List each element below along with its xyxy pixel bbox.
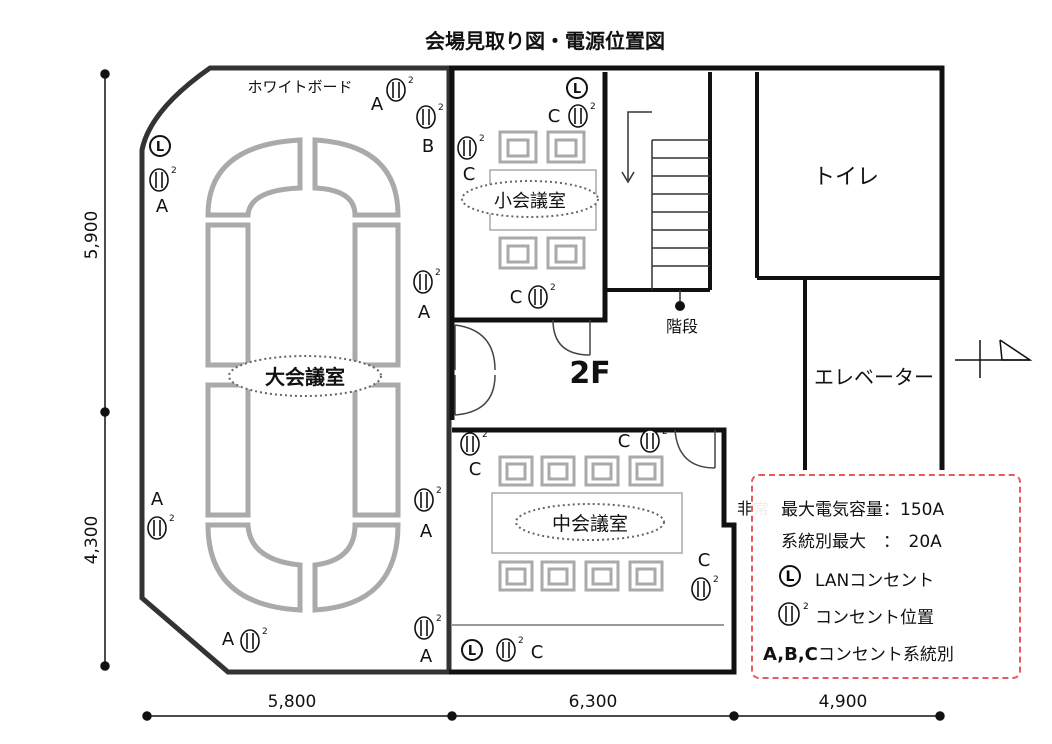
outlet-superscript: 2: [662, 427, 668, 437]
outlet-system-label: C: [548, 106, 561, 127]
svg-text:2: 2: [803, 602, 809, 612]
outlet-icon: 2: [460, 430, 488, 456]
large-room-label: 大会議室: [265, 365, 345, 389]
outlet-superscript: 2: [590, 102, 596, 112]
legend-outlet-system-suffix: コンセント系統別: [817, 645, 954, 665]
legend-outlet-system-prefix: A,B,C: [763, 644, 818, 665]
outlet-system-label: A: [222, 629, 235, 650]
large-room-label-bg: [228, 355, 382, 397]
outlet-superscript: 2: [171, 166, 177, 176]
outlet-superscript: 2: [438, 103, 444, 113]
svg-text:L: L: [468, 644, 476, 659]
medium-room-chairs: [491, 455, 683, 592]
outlet-icon: 2: [416, 103, 444, 129]
outlet-system-label: A: [418, 302, 431, 323]
legend-max-power: 最大電気容量：150A: [781, 500, 945, 520]
dim-left-bottom: 4,300: [82, 516, 102, 565]
stairs-label: 階段: [666, 317, 698, 336]
whiteboard-label: ホワイトボード: [247, 78, 352, 96]
large-room-wall: [139, 65, 452, 675]
medium-room-label-bg: [515, 503, 665, 541]
outlet-system-label: B: [422, 136, 434, 157]
large-room-table: [205, 137, 401, 613]
small-room-label: 小会議室: [494, 191, 566, 212]
building-walls: [449, 65, 945, 675]
outlet-icon: 2: [147, 514, 175, 540]
outlet-system-label: C: [469, 459, 482, 480]
svg-text:L: L: [573, 82, 581, 97]
stairs-marker: [675, 301, 685, 311]
lan-outlet-icon: L: [149, 135, 171, 157]
outlet-superscript: 2: [262, 627, 268, 637]
floor-label: 2F: [569, 356, 610, 391]
dim-left-top: 5,900: [82, 211, 102, 260]
outlet-icon: 2: [149, 166, 177, 192]
outlet-system-label: C: [510, 287, 523, 308]
north-arrow-icon: [955, 339, 1033, 378]
dim-bottom-a: 5,800: [268, 692, 317, 712]
outlet-system-label: A: [151, 489, 164, 510]
dim-bottom-b: 6,300: [569, 692, 618, 712]
outlet-superscript: 2: [436, 614, 442, 624]
outlet-system-label: C: [618, 431, 631, 452]
outlet-system-label: A: [371, 94, 384, 115]
outlet-icon: 2: [496, 636, 524, 662]
outlet-superscript: 2: [482, 430, 488, 440]
legend-outlet-position: コンセント位置: [815, 608, 934, 628]
outlet-system-label: C: [531, 642, 544, 663]
outlet-superscript: 2: [435, 268, 441, 278]
outlet-icon: 2: [386, 76, 414, 102]
outlet-superscript: 2: [408, 76, 414, 86]
lan-outlet-icon: L: [461, 639, 483, 661]
plan-title: 会場見取り図・電源位置図: [425, 29, 665, 53]
outlet-superscript: 2: [169, 514, 175, 524]
outlet-icon: 2: [640, 427, 668, 453]
legend-max-per-line: 系統別最大 ： 20A: [781, 532, 942, 552]
outlet-icon: 2: [413, 268, 441, 294]
stairs: [621, 111, 710, 305]
medium-room-label: 中会議室: [552, 513, 628, 535]
outlet-icon: 2: [568, 102, 596, 128]
dim-bottom-c: 4,900: [819, 692, 868, 712]
dimension-lines: [100, 69, 945, 721]
lan-outlet-icon: L: [779, 565, 801, 587]
outlet-icon: 2: [691, 575, 719, 601]
legend-outlet-system: A,B,Cコンセント系統別: [763, 640, 954, 665]
doors: [454, 319, 716, 469]
outlet-system-label: C: [463, 164, 476, 185]
small-room-label-bg: [461, 180, 599, 218]
outlet-icon: 2: [528, 283, 556, 309]
toilet-label: トイレ: [813, 165, 879, 190]
outlet-icon: 2: [240, 627, 268, 653]
outlet-superscript: 2: [550, 283, 556, 293]
outlet-system-label: A: [420, 521, 433, 542]
svg-text:L: L: [786, 569, 795, 585]
legend: 最大電気容量：150A 系統別最大 ： 20A L LANコンセント 2 コンセ…: [751, 474, 1021, 679]
outlet-icon: 2: [457, 134, 485, 160]
outlet-system-label: A: [420, 646, 433, 667]
outlet-icon: 2: [414, 486, 442, 512]
interior-walls: [452, 72, 942, 626]
outlet-superscript: 2: [518, 636, 524, 646]
outlet-system-label: A: [156, 196, 169, 217]
outlet-superscript: 2: [436, 486, 442, 496]
outlet-icon: 2: [778, 602, 809, 626]
outlet-superscript: 2: [479, 134, 485, 144]
lan-outlet-icon: L: [566, 77, 588, 99]
elevator-label: エレベーター: [814, 365, 934, 389]
outlet-system-label: C: [698, 550, 711, 571]
outlet-icon: 2: [414, 614, 442, 640]
outlet-superscript: 2: [713, 575, 719, 585]
svg-text:L: L: [156, 140, 164, 155]
legend-lan-outlet: LANコンセント: [815, 571, 935, 591]
